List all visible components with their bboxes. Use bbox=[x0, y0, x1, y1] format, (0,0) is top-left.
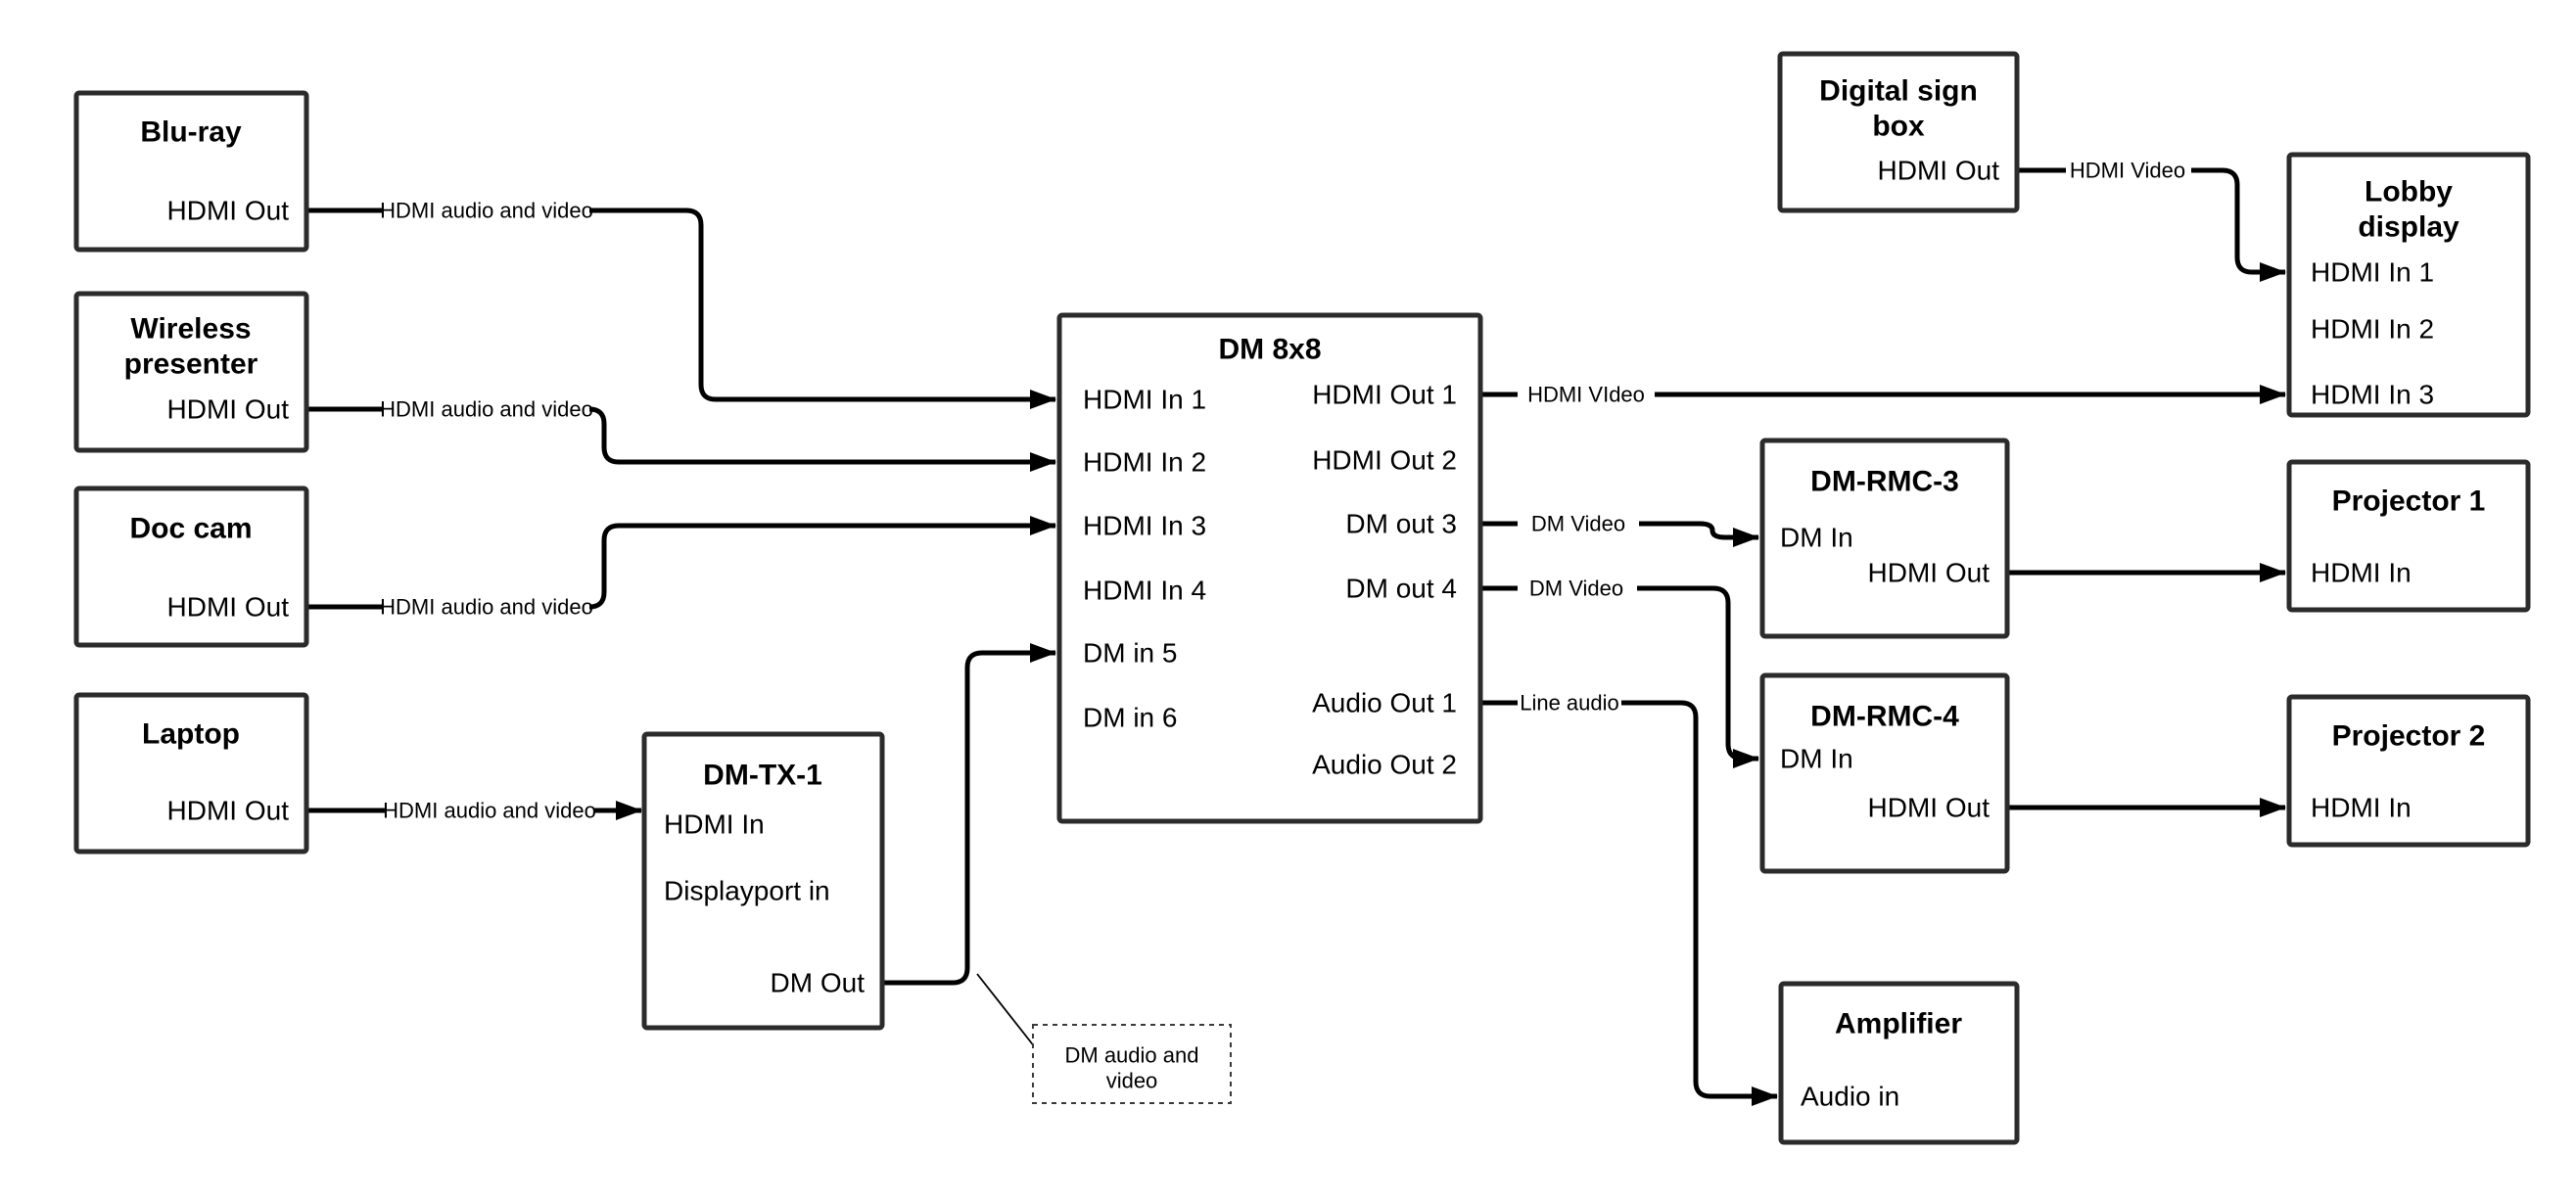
amplifier-title: Amplifier bbox=[1835, 1008, 1962, 1040]
bluray-title: Blu-ray bbox=[140, 116, 242, 149]
node-projector-1: Projector 1 HDMI In bbox=[2286, 459, 2531, 613]
edge-dm8x8-dm-out-3-to-dmrmc3-dm-in bbox=[1480, 524, 1758, 537]
dm8x8-port-audio-out-1: Audio Out 1 bbox=[1312, 688, 1457, 718]
projector2-port-hdmi-in: HDMI In bbox=[2311, 793, 2412, 823]
node-digital-sign-box: Digital sign box HDMI Out bbox=[1777, 51, 2020, 213]
dmrmc4-box bbox=[1759, 672, 2010, 874]
dm8x8-port-hdmi-in-3: HDMI In 3 bbox=[1083, 511, 1206, 541]
laptop-box bbox=[73, 692, 309, 855]
dm8x8-port-dm-in-6: DM in 6 bbox=[1083, 703, 1177, 733]
edge-dm8x8-dm-out-4-to-dmrmc4-dm-in bbox=[1480, 585, 1758, 759]
edge-label-hdmi-video-sign: HDMI Video bbox=[2070, 159, 2185, 183]
dm8x8-port-audio-out-2: Audio Out 2 bbox=[1312, 750, 1457, 780]
wireless-presenter-box bbox=[73, 291, 309, 453]
edge-label-line-audio: Line audio bbox=[1520, 691, 1619, 716]
edge-label-laptop: HDMI audio and video bbox=[383, 799, 596, 823]
note-line2: video bbox=[1106, 1069, 1158, 1093]
node-laptop: Laptop HDMI Out bbox=[73, 692, 309, 855]
bluray-box bbox=[73, 90, 309, 253]
projector1-port-hdmi-in: HDMI In bbox=[2311, 558, 2412, 588]
lobby-port-hdmi-in-2: HDMI In 2 bbox=[2311, 314, 2434, 345]
lobby-title-line2: display bbox=[2358, 211, 2459, 244]
node-amplifier: Amplifier Audio in bbox=[1778, 981, 2020, 1145]
dm8x8-port-hdmi-in-2: HDMI In 2 bbox=[1083, 447, 1206, 478]
doc-cam-title: Doc cam bbox=[129, 513, 252, 545]
projector1-title: Projector 1 bbox=[2332, 485, 2486, 518]
wireless-title-line2: presenter bbox=[124, 348, 258, 381]
node-bluray: Blu-ray HDMI Out bbox=[73, 90, 309, 253]
edge-label-dm-video-out4: DM Video bbox=[1529, 577, 1623, 601]
edge-bluray-to-dm8x8-hdmi-in-1 bbox=[306, 208, 1055, 399]
edge-label-bluray: HDMI audio and video bbox=[380, 199, 593, 223]
dmrmc3-title: DM-RMC-3 bbox=[1810, 466, 1959, 498]
node-wireless-presenter: Wireless presenter HDMI Out bbox=[73, 291, 309, 453]
dmtx1-box bbox=[641, 731, 885, 1031]
edge-wireless-to-dm8x8-hdmi-in-2 bbox=[306, 406, 1055, 462]
digital-sign-title-line2: box bbox=[1872, 111, 1925, 143]
edge-doccam-to-dm8x8-hdmi-in-3 bbox=[306, 526, 1055, 610]
wireless-title-line1: Wireless bbox=[130, 313, 251, 346]
digital-sign-port-hdmi-out: HDMI Out bbox=[1878, 156, 2000, 186]
dm8x8-port-dm-out-4: DM out 4 bbox=[1345, 574, 1457, 604]
dm8x8-box bbox=[1056, 312, 1483, 824]
note-dashed-box bbox=[1032, 1024, 1232, 1104]
dm8x8-port-hdmi-in-4: HDMI In 4 bbox=[1083, 576, 1206, 606]
dmrmc4-title: DM-RMC-4 bbox=[1810, 701, 1959, 733]
lobby-display-box bbox=[2286, 152, 2531, 418]
amplifier-box bbox=[1778, 981, 2020, 1145]
edge-label-doccam: HDMI audio and video bbox=[380, 595, 593, 620]
dmrmc3-port-dm-in: DM In bbox=[1780, 523, 1853, 553]
dm8x8-port-hdmi-out-2: HDMI Out 2 bbox=[1312, 445, 1457, 476]
edge-dmtx1-dm-out-to-dm8x8-dm-in-5 bbox=[882, 643, 1056, 986]
projector2-title: Projector 2 bbox=[2332, 720, 2486, 753]
node-dmtx1: DM-TX-1 HDMI In Displayport in DM Out bbox=[641, 731, 885, 1031]
digital-sign-title-line1: Digital sign bbox=[1819, 75, 1978, 108]
edge-dm8x8-audio-out-1-to-amp-audio-in bbox=[1480, 700, 1777, 1096]
lobby-title-line1: Lobby bbox=[2365, 176, 2453, 208]
dm8x8-port-hdmi-in-1: HDMI In 1 bbox=[1083, 385, 1206, 415]
doc-cam-port-hdmi-out: HDMI Out bbox=[167, 592, 290, 623]
lobby-port-hdmi-in-3: HDMI In 3 bbox=[2311, 380, 2434, 410]
dmrmc3-box bbox=[1759, 438, 2010, 639]
note-callout-line bbox=[976, 973, 1036, 1048]
dmrmc4-port-dm-in: DM In bbox=[1780, 744, 1853, 774]
dm8x8-title: DM 8x8 bbox=[1218, 334, 1321, 366]
dmtx1-port-dm-out: DM Out bbox=[771, 968, 866, 998]
edge-label-dm-video-out3: DM Video bbox=[1531, 512, 1625, 536]
node-doc-cam: Doc cam HDMI Out bbox=[73, 485, 309, 648]
note-line1: DM audio and bbox=[1065, 1043, 1199, 1068]
node-projector-2: Projector 2 HDMI In bbox=[2286, 694, 2531, 848]
projector2-box bbox=[2286, 694, 2531, 848]
dm8x8-port-hdmi-out-1: HDMI Out 1 bbox=[1312, 380, 1457, 410]
node-dmrmc3: DM-RMC-3 DM In HDMI Out bbox=[1759, 438, 2010, 639]
doc-cam-box bbox=[73, 485, 309, 648]
dmtx1-port-displayport-in: Displayport in bbox=[664, 876, 830, 906]
amplifier-port-audio-in: Audio in bbox=[1801, 1082, 1899, 1112]
note-dm-audio-and-video: DM audio and video bbox=[1032, 1024, 1232, 1104]
node-dm8x8: DM 8x8 HDMI In 1 HDMI In 2 HDMI In 3 HDM… bbox=[1056, 312, 1483, 824]
edge-label-wireless: HDMI audio and video bbox=[380, 397, 593, 422]
lobby-port-hdmi-in-1: HDMI In 1 bbox=[2311, 257, 2434, 288]
node-lobby-display: Lobby display HDMI In 1 HDMI In 2 HDMI I… bbox=[2286, 152, 2531, 418]
dm8x8-port-dm-in-5: DM in 5 bbox=[1083, 638, 1177, 669]
digital-sign-box bbox=[1777, 51, 2020, 213]
bluray-port-hdmi-out: HDMI Out bbox=[167, 196, 290, 226]
dmrmc4-port-hdmi-out: HDMI Out bbox=[1868, 793, 1991, 823]
projector1-box bbox=[2286, 459, 2531, 613]
edge-label-hdmi-video-out1: HDMI VIdeo bbox=[1527, 383, 1645, 407]
node-dmrmc4: DM-RMC-4 DM In HDMI Out bbox=[1759, 672, 2010, 874]
edge-digital-sign-to-lobby-hdmi-in-1 bbox=[2017, 167, 2285, 272]
laptop-title: Laptop bbox=[142, 718, 240, 751]
wireless-port-hdmi-out: HDMI Out bbox=[167, 394, 290, 425]
dmtx1-port-hdmi-in: HDMI In bbox=[664, 809, 765, 840]
dmtx1-title: DM-TX-1 bbox=[703, 760, 822, 792]
dm8x8-port-dm-out-3: DM out 3 bbox=[1345, 509, 1457, 539]
laptop-port-hdmi-out: HDMI Out bbox=[167, 796, 290, 826]
dmrmc3-port-hdmi-out: HDMI Out bbox=[1868, 558, 1991, 588]
